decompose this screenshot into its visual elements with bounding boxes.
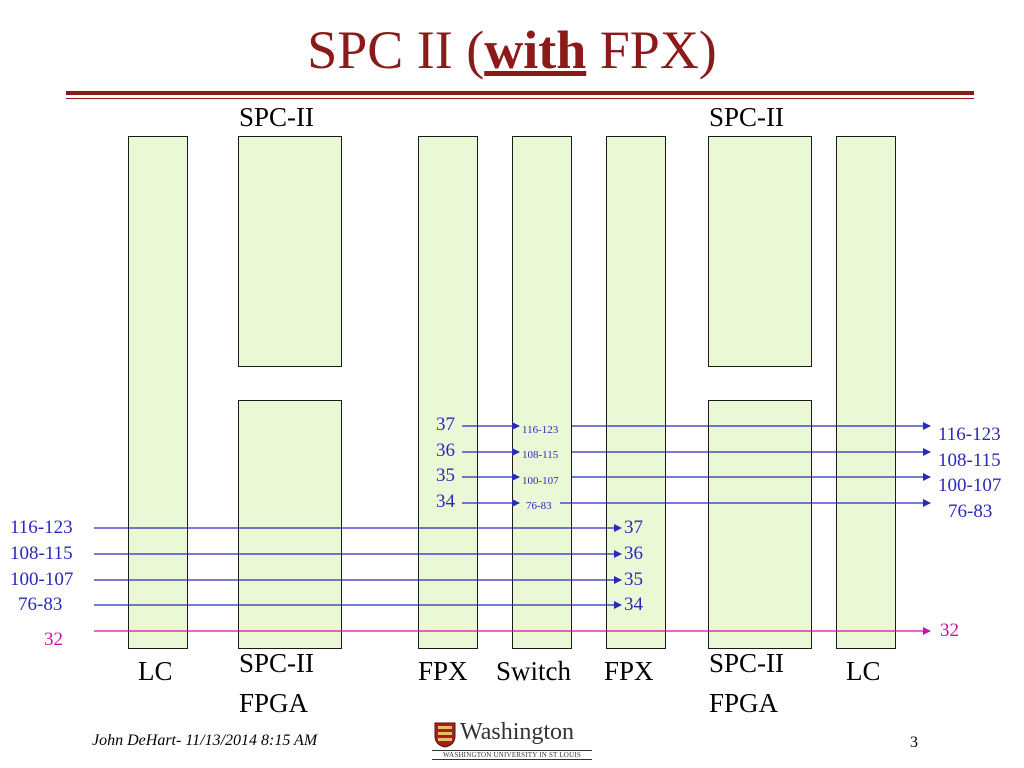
washington-logo: Washington WASHINGTON UNIVERSITY IN ST L…	[432, 719, 597, 760]
spc-left-label: SPC-II	[239, 102, 315, 132]
switch-range-100-107: 100-107	[522, 475, 559, 487]
spc-fpga-left-label-2: FPGA	[239, 688, 309, 718]
port-36-top: 36	[436, 440, 455, 461]
slide-title: SPC II (with FPX)	[0, 18, 1024, 82]
page-number: 3	[910, 734, 918, 751]
fpx-right-label: FPX	[604, 656, 654, 686]
port-37-top: 37	[436, 414, 455, 435]
switch-range-108-115: 108-115	[522, 449, 559, 461]
port-34-top: 34	[436, 491, 455, 512]
lc-left-label: LC	[138, 656, 173, 686]
left-range-76-83: 76-83	[18, 594, 63, 615]
fpx-left-label: FPX	[418, 656, 468, 686]
switch-label: Switch	[496, 656, 572, 686]
logo-wordmark: Washington	[460, 719, 575, 745]
right-range-76-83: 76-83	[948, 501, 993, 522]
shield-icon	[434, 722, 456, 748]
spc-fpga-right-label-2: FPGA	[709, 688, 779, 718]
fpx-right-box	[606, 136, 666, 649]
title-prefix: SPC II (	[307, 20, 485, 80]
spc-fpga-right-label-1: SPC-II	[709, 648, 785, 678]
title-rule-thin	[66, 98, 974, 99]
control-32-right: 32	[940, 620, 959, 641]
switch-box	[512, 136, 572, 649]
switch-range-116-123: 116-123	[522, 424, 559, 436]
port-36-bottom: 36	[624, 543, 643, 564]
lc-right-label: LC	[846, 656, 881, 686]
port-34-bottom: 34	[624, 594, 643, 615]
port-35-bottom: 35	[624, 569, 643, 590]
spc-fpga-left-box	[238, 400, 342, 649]
port-35-top: 35	[436, 465, 455, 486]
right-range-100-107: 100-107	[938, 475, 1002, 496]
spc-fpga-right-box	[708, 400, 812, 649]
left-range-116-123: 116-123	[10, 517, 73, 538]
right-range-116-123: 116-123	[938, 424, 1001, 445]
title-rule-thick	[66, 91, 974, 95]
right-range-108-115: 108-115	[938, 450, 1001, 471]
lc-left-box	[128, 136, 188, 649]
switch-range-76-83: 76-83	[526, 500, 552, 512]
fpx-left-box	[418, 136, 478, 649]
left-range-108-115: 108-115	[10, 543, 73, 564]
spc-right-label: SPC-II	[709, 102, 785, 132]
spc-left-box	[238, 136, 342, 367]
spc-fpga-left-label-1: SPC-II	[239, 648, 315, 678]
left-range-100-107: 100-107	[10, 569, 74, 590]
title-suffix: FPX)	[586, 20, 717, 80]
footer-author: John DeHart- 11/13/2014 8:15 AM	[92, 732, 318, 749]
lc-right-box	[836, 136, 896, 649]
port-37-bottom: 37	[624, 517, 643, 538]
control-32-left: 32	[44, 629, 63, 650]
title-emphasis: with	[484, 20, 587, 80]
logo-subtitle: WASHINGTON UNIVERSITY IN ST LOUIS	[432, 750, 592, 760]
spc-right-box	[708, 136, 812, 367]
